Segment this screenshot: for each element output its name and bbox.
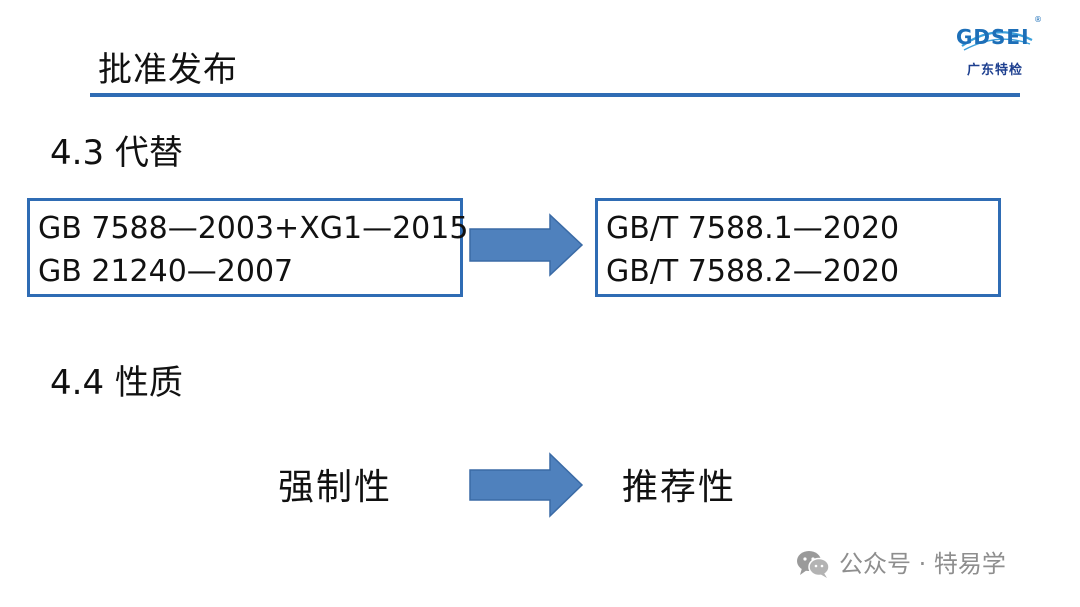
new-standard-2: GB/T 7588.2—2020 bbox=[606, 254, 900, 289]
right-block-arrow-icon bbox=[469, 452, 584, 518]
property-recommended: 推荐性 bbox=[622, 467, 737, 508]
watermark: 公众号 · 特易学 bbox=[795, 546, 1006, 582]
watermark-text: 公众号 · 特易学 bbox=[839, 550, 1006, 578]
gdsei-logo-icon: GDSEI ® bbox=[956, 15, 1042, 51]
section-heading-nature: 4.4 性质 bbox=[50, 363, 183, 403]
superseded-standard-1: GB 7588—2003+XG1—2015 bbox=[38, 211, 469, 246]
superseded-standard-2: GB 21240—2007 bbox=[38, 254, 294, 289]
logo-brand-text: GDSEI bbox=[956, 25, 1030, 49]
new-standard-1: GB/T 7588.1—2020 bbox=[606, 211, 900, 246]
logo-registered-mark: ® bbox=[1034, 15, 1042, 24]
right-block-arrow-icon bbox=[469, 213, 584, 277]
wechat-icon bbox=[797, 551, 830, 578]
new-standards-box: GB/T 7588.1—2020 GB/T 7588.2—2020 bbox=[595, 198, 1001, 297]
superseded-standards-box: GB 7588—2003+XG1—2015 GB 21240—2007 bbox=[27, 198, 469, 297]
page-title: 批准发布 bbox=[98, 50, 238, 90]
title-divider bbox=[90, 93, 1020, 97]
section-heading-replacement: 4.3 代替 bbox=[50, 133, 183, 173]
logo-caption: 广东特检 bbox=[966, 63, 1023, 78]
property-mandatory: 强制性 bbox=[278, 467, 393, 508]
